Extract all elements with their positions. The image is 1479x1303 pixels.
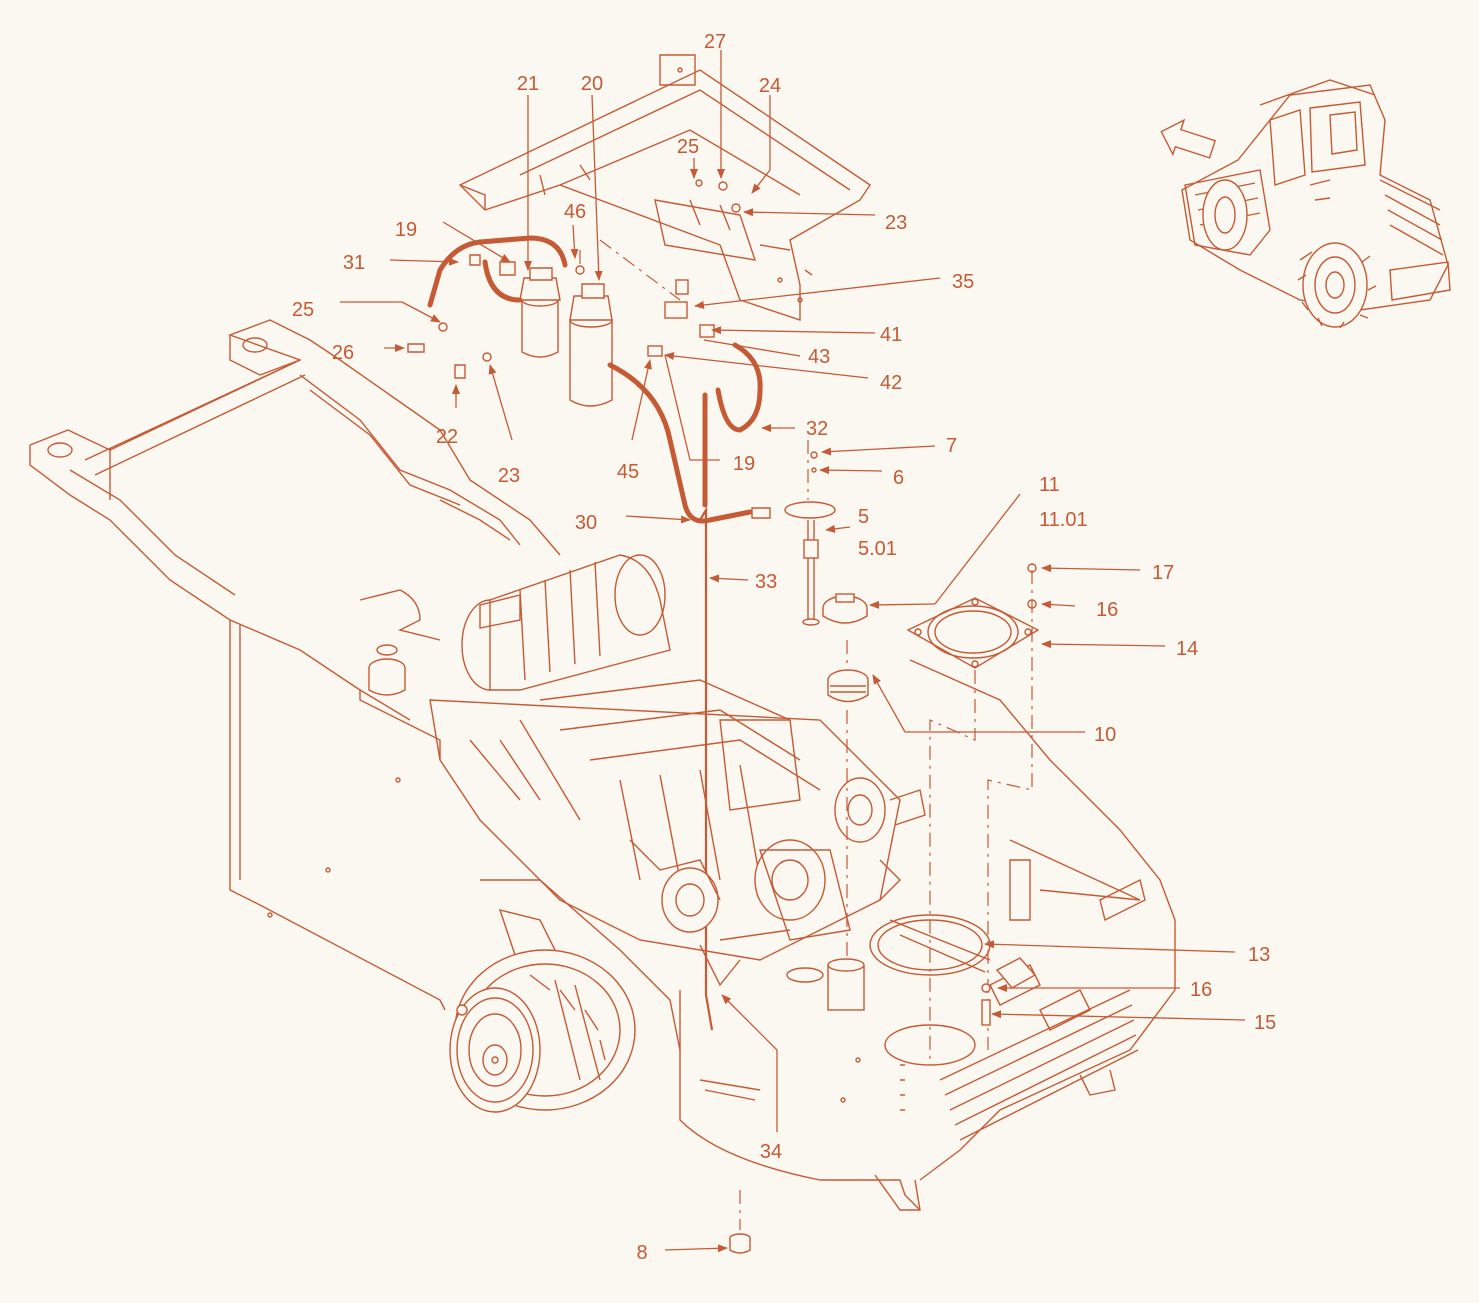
callout-30: 30 bbox=[575, 512, 597, 534]
callout-31: 31 bbox=[343, 252, 365, 274]
callout-6: 6 bbox=[893, 467, 904, 489]
callout-5: 5 bbox=[858, 506, 869, 528]
fuel-sender bbox=[784, 451, 836, 626]
callout-11-01: 11.01 bbox=[1039, 509, 1088, 531]
callout-23: 23 bbox=[498, 465, 520, 487]
callout-5-01: 5.01 bbox=[858, 538, 897, 560]
callout-27: 27 bbox=[704, 31, 726, 53]
callout-43: 43 bbox=[808, 346, 830, 368]
callout-33: 33 bbox=[755, 571, 777, 593]
drive-hub bbox=[449, 879, 761, 1113]
callout-16: 16 bbox=[1190, 979, 1212, 1001]
callout-41: 41 bbox=[880, 324, 902, 346]
fuel-filters bbox=[407, 179, 771, 1031]
callout-13: 13 bbox=[1248, 944, 1270, 966]
callout-labels: 27 21 20 24 25 46 23 19 31 35 25 26 41 4… bbox=[292, 31, 1276, 1264]
callout-24: 24 bbox=[759, 75, 781, 97]
drain-plug bbox=[729, 1233, 751, 1254]
callout-15: 15 bbox=[1254, 1012, 1276, 1034]
callout-42: 42 bbox=[880, 372, 902, 394]
callout-34: 34 bbox=[760, 1141, 782, 1163]
callout-21: 21 bbox=[517, 73, 539, 95]
callout-19: 19 bbox=[733, 453, 755, 475]
callout-25: 25 bbox=[292, 299, 314, 321]
callout-26: 26 bbox=[332, 342, 354, 364]
callout-11: 11 bbox=[1039, 474, 1060, 496]
callout-14: 14 bbox=[1176, 638, 1198, 660]
callout-10: 10 bbox=[1094, 724, 1116, 746]
arrow-left-icon bbox=[1160, 118, 1217, 159]
centerlines bbox=[579, 239, 1033, 1230]
callout-20: 20 bbox=[581, 73, 603, 95]
flange-plate bbox=[906, 563, 1040, 669]
callout-17: 17 bbox=[1152, 562, 1174, 584]
callout-25: 25 bbox=[677, 136, 699, 158]
callout-7: 7 bbox=[946, 435, 957, 457]
leader-lines bbox=[340, 50, 1246, 1253]
callout-46: 46 bbox=[564, 201, 586, 223]
callout-22: 22 bbox=[436, 426, 458, 448]
callout-8: 8 bbox=[636, 1242, 647, 1264]
callout-16: 16 bbox=[1096, 599, 1118, 621]
callout-23: 23 bbox=[885, 212, 907, 234]
sender-bracket bbox=[981, 957, 1037, 1026]
callout-35: 35 bbox=[952, 271, 974, 293]
callout-32: 32 bbox=[806, 418, 828, 440]
callout-19: 19 bbox=[395, 219, 417, 241]
upper-bracket bbox=[458, 54, 871, 321]
roller-compactor-icon bbox=[1181, 79, 1451, 329]
filler-cap bbox=[822, 593, 869, 703]
callout-45: 45 bbox=[617, 461, 639, 483]
